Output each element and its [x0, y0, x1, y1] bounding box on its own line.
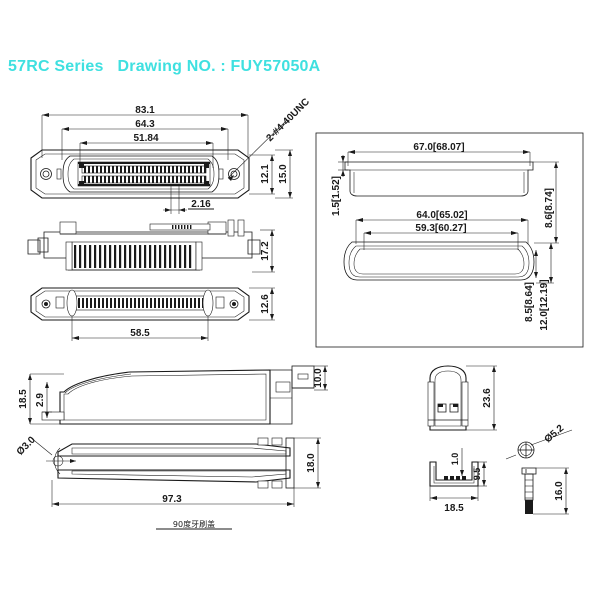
dim-label-83-1: 83.1 — [135, 105, 155, 116]
connector-front-view — [30, 113, 293, 214]
connector-side-view — [27, 219, 275, 273]
cover-profile-caption: 90度牙刷盖 — [173, 519, 215, 529]
dim-label-18-5-b: 18.5 — [444, 503, 464, 514]
dim-2-16 — [163, 186, 214, 214]
dim-label-dia-5-2: Ø5.2 — [543, 423, 567, 446]
dim-1-0 — [460, 448, 464, 476]
page-title: 57RC Series Drawing NO. : FUY57050A — [8, 58, 321, 75]
dim-label-15-0: 15.0 — [278, 164, 289, 184]
dim-label-1-5: 1.5[1.52] — [331, 176, 342, 216]
connector-rear-view — [30, 287, 275, 341]
dim-23-6 — [466, 365, 497, 431]
side-view-teeth-small — [172, 225, 192, 229]
dim-label-97-3: 97.3 — [162, 494, 182, 505]
dim-2-9 — [42, 382, 52, 418]
dim-label-2-16: 2.16 — [191, 199, 211, 210]
dim-18-5-a — [28, 373, 64, 425]
dim-83-1 — [41, 113, 249, 158]
dim-64-0 — [355, 218, 529, 244]
dim-15-0 — [275, 149, 293, 199]
dim-64-3 — [61, 127, 229, 160]
dim-59-3 — [363, 231, 519, 250]
dim-17-2 — [252, 229, 275, 273]
dim-label-dia-3-0: Ø3.0 — [15, 434, 38, 457]
dim-9-5 — [478, 461, 487, 487]
dim-10-0 — [314, 365, 328, 391]
dim-16-0 — [533, 467, 569, 515]
dim-label-59-3: 59.3[60.27] — [415, 223, 466, 234]
dim-97-3 — [51, 480, 295, 507]
dim-label-67-0: 67.0[68.07] — [413, 142, 464, 153]
dim-label-51-84: 51.84 — [133, 133, 158, 144]
dim-label-64-0: 64.0[65.02] — [416, 210, 467, 221]
dim-label-58-5: 58.5 — [130, 328, 150, 339]
dim-label-10-0: 10.0 — [313, 368, 324, 388]
dim-label-12-6: 12.6 — [260, 294, 271, 314]
bracket-detail-view — [427, 365, 497, 501]
dim-label-16-0: 16.0 — [554, 481, 565, 501]
mounting-hole-left — [40, 168, 52, 180]
dim-67-0 — [347, 150, 531, 166]
dim-12-6 — [249, 287, 275, 321]
contact-row-top — [84, 166, 206, 173]
dim-1-5 — [338, 155, 348, 177]
channel-teeth — [444, 476, 466, 480]
dim-label-1-0: 1.0 — [450, 453, 460, 466]
dim-label-18-0: 18.0 — [306, 453, 317, 473]
dim-label-8-5: 8.5[8.64] — [524, 282, 535, 322]
dim-8-6 — [533, 161, 559, 244]
dim-58-5 — [71, 316, 209, 341]
dim-18-0 — [294, 437, 321, 489]
screw-detail-view — [505, 429, 573, 515]
contact-row-bottom — [84, 176, 206, 183]
dim-label-8-6: 8.6[8.74] — [544, 188, 555, 228]
dim-label-2-9: 2.9 — [35, 393, 46, 407]
dim-8-5 — [534, 250, 538, 278]
cover-profile-view — [28, 365, 328, 530]
dim-label-18-5-a: 18.5 — [18, 389, 29, 409]
dim-12-0 — [536, 243, 554, 284]
thread-callout-leader — [227, 119, 288, 181]
dim-label-64-3: 64.3 — [135, 119, 155, 130]
dim-label-17-2: 17.2 — [260, 241, 271, 261]
dim-label-12-0: 12.0[12.19] — [539, 279, 550, 330]
dia-3-leader — [29, 436, 76, 475]
dim-label-9-5: 9.5 — [472, 468, 482, 481]
dim-12-1 — [249, 154, 275, 195]
dim-label-23-6: 23.6 — [482, 388, 493, 408]
dim-51-84 — [79, 141, 214, 168]
panel-cutout-detail — [315, 132, 584, 348]
dim-18-5-b — [429, 486, 479, 501]
mounting-hole-right — [228, 168, 240, 180]
side-view-pin-fence — [74, 245, 192, 268]
dim-label-12-1: 12.1 — [260, 164, 271, 184]
thread-callout-label: 2-#4-40UNC — [264, 96, 311, 143]
